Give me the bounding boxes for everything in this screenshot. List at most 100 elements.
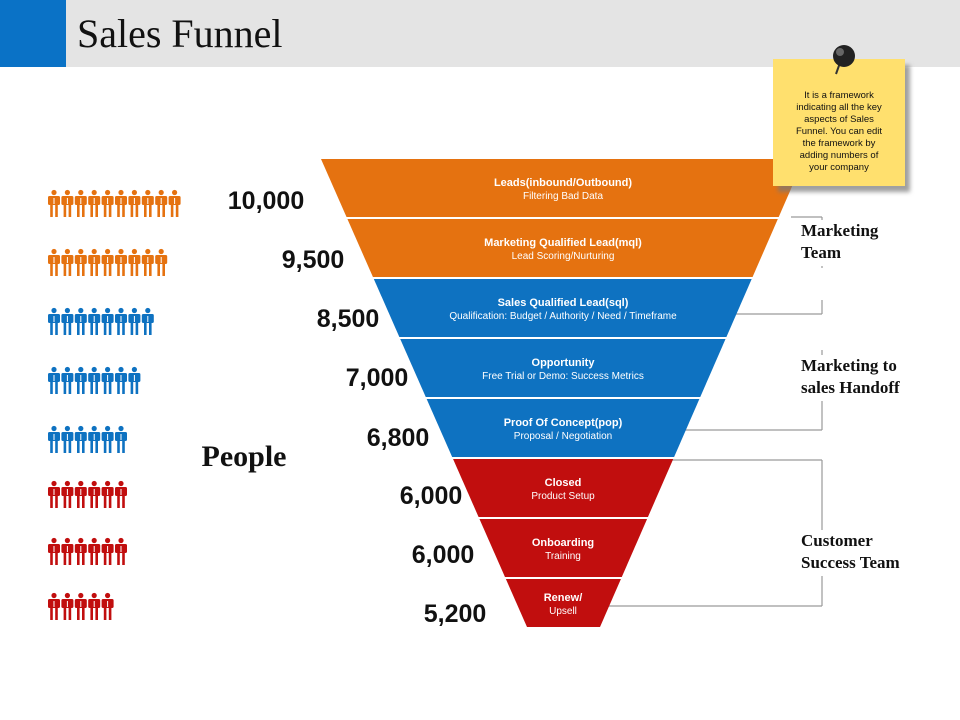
- people-label: People: [202, 440, 287, 473]
- team-label-line: Team: [801, 243, 841, 262]
- funnel-stage-subtitle: Proposal / Negotiation: [514, 431, 612, 442]
- person-icon: [61, 480, 74, 508]
- person-icon: [74, 480, 87, 508]
- person-icon: [48, 189, 60, 217]
- person-icon: [128, 248, 141, 276]
- people-row: [48, 537, 127, 565]
- funnel-stage-subtitle: Upsell: [549, 606, 577, 617]
- person-icon: [155, 189, 168, 217]
- person-icon: [74, 592, 87, 620]
- stage-count: 8,500: [317, 305, 380, 333]
- person-icon: [74, 248, 87, 276]
- person-icon: [74, 425, 87, 453]
- funnel-stage-shape: [453, 459, 674, 517]
- sticky-note-line: It is a framework: [804, 90, 874, 101]
- person-icon: [74, 537, 87, 565]
- stage-count: 10,000: [228, 187, 304, 215]
- person-icon: [115, 307, 127, 335]
- person-icon: [115, 189, 127, 217]
- funnel-stage-subtitle: Free Trial or Demo: Success Metrics: [482, 371, 644, 382]
- sticky-note-line: indicating all the key: [796, 102, 882, 113]
- funnel-stage-title: Leads(inbound/Outbound): [494, 177, 632, 189]
- title-accent-block: [0, 0, 66, 67]
- funnel-stage-subtitle: Filtering Bad Data: [523, 191, 603, 202]
- team-label-line: sales Handoff: [801, 378, 900, 397]
- person-icon: [101, 189, 114, 217]
- funnel-stage-subtitle: Training: [545, 551, 581, 562]
- person-icon: [141, 248, 154, 276]
- funnel-stage-shape: [373, 279, 752, 337]
- people-row: [48, 592, 114, 620]
- team-label-line: Customer: [801, 531, 873, 550]
- people-row: [48, 189, 181, 217]
- person-icon: [88, 366, 101, 394]
- person-icon: [74, 366, 87, 394]
- page-title: Sales Funnel: [77, 11, 283, 56]
- team-label: Marketing to sales Handoff: [798, 355, 916, 401]
- people-row: [48, 480, 127, 508]
- person-icon: [48, 248, 60, 276]
- person-icon: [168, 189, 181, 217]
- person-icon: [88, 537, 101, 565]
- person-icon: [61, 307, 74, 335]
- person-icon: [48, 537, 60, 565]
- person-icon: [88, 592, 101, 620]
- person-icon: [101, 592, 114, 620]
- person-icon: [128, 366, 141, 394]
- funnel-stage: Renew/Upsell: [505, 579, 621, 627]
- person-icon: [115, 425, 127, 453]
- person-icon: [61, 592, 74, 620]
- stage-count: 9,500: [282, 246, 345, 274]
- sticky-note-line: aspects of Sales: [804, 114, 874, 125]
- funnel-stage-title: Closed: [545, 477, 582, 489]
- funnel-stage-shape: [479, 519, 648, 577]
- funnel-stage-subtitle: Product Setup: [531, 491, 595, 502]
- person-icon: [141, 307, 154, 335]
- funnel-stage-shape: [347, 219, 778, 277]
- person-icon: [48, 592, 60, 620]
- title-bar: [0, 0, 960, 67]
- stage-count: 7,000: [346, 364, 409, 392]
- person-icon: [61, 189, 74, 217]
- stage-count: 6,800: [367, 424, 430, 452]
- person-icon: [61, 537, 74, 565]
- funnel-stage-title: Opportunity: [532, 357, 596, 369]
- sticky-note-line: adding numbers of: [800, 150, 879, 161]
- person-icon: [155, 248, 168, 276]
- funnel-stage-shape: [321, 159, 804, 217]
- person-icon: [115, 366, 127, 394]
- person-icon: [101, 537, 114, 565]
- team-label-line: Success Team: [801, 553, 900, 572]
- person-icon: [101, 425, 114, 453]
- person-icon: [48, 480, 60, 508]
- team-label-line: Marketing to: [801, 356, 897, 375]
- person-icon: [48, 307, 60, 335]
- people-row: [48, 307, 154, 335]
- team-label-line: Marketing: [801, 221, 879, 240]
- funnel-stage-subtitle: Qualification: Budget / Authority / Need…: [449, 311, 677, 322]
- funnel-stage-title: Proof Of Concept(pop): [504, 417, 623, 429]
- funnel-stage-title: Marketing Qualified Lead(mql): [484, 237, 642, 249]
- sticky-note-line: Funnel. You can edit: [796, 126, 882, 137]
- stage-count: 5,200: [424, 600, 487, 628]
- person-icon: [101, 480, 114, 508]
- people-row: [48, 366, 141, 394]
- person-icon: [61, 248, 74, 276]
- funnel-stage-title: Sales Qualified Lead(sql): [498, 297, 629, 309]
- person-icon: [61, 425, 74, 453]
- person-icon: [88, 480, 101, 508]
- sticky-note-paper: [773, 59, 905, 186]
- sticky-note-line: your company: [809, 162, 869, 173]
- person-icon: [101, 248, 114, 276]
- funnel-stage-shape: [400, 339, 726, 397]
- funnel-stage-shape: [426, 399, 700, 457]
- funnel-stage-title: Renew/: [544, 592, 583, 604]
- person-icon: [61, 366, 74, 394]
- person-icon: [88, 189, 101, 217]
